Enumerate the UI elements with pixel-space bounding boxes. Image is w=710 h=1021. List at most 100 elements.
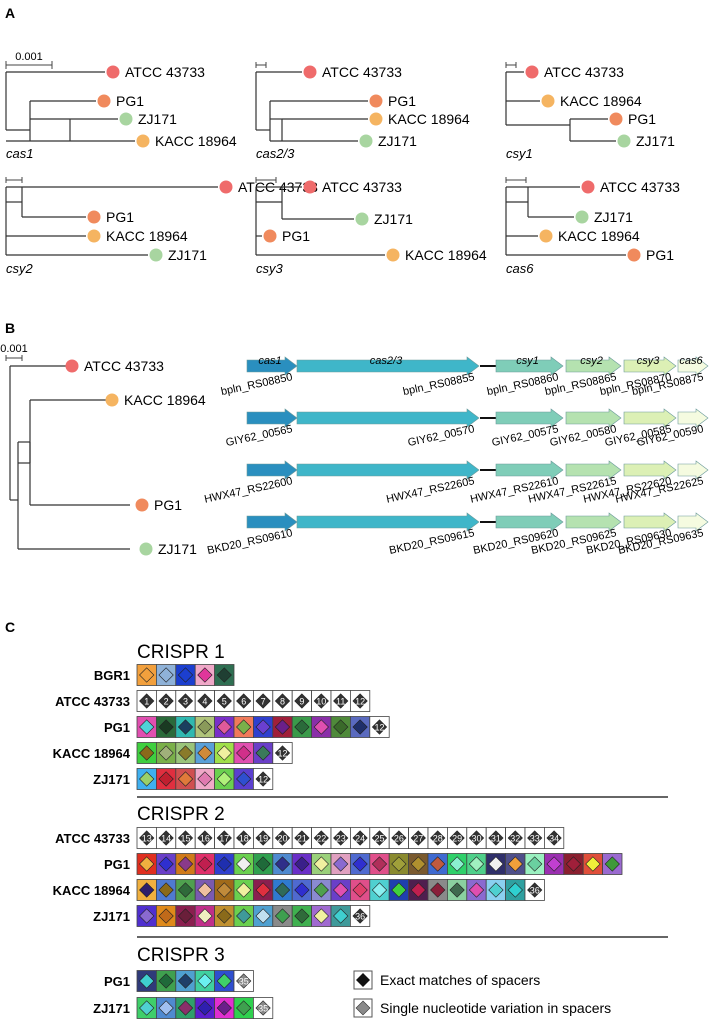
spacer-diamond — [255, 1000, 271, 1016]
gene-arrow-cas2-3 — [296, 512, 480, 532]
spacer-diamond — [488, 882, 504, 898]
locus-tag: HWX47_RS22600 — [203, 475, 293, 505]
spacer-number: 10 — [316, 697, 326, 707]
leaf-dot-atcc-43733 — [219, 180, 233, 194]
spacer-diamond — [139, 973, 155, 989]
spacer-diamond — [236, 830, 252, 846]
spacer-diamond — [333, 882, 349, 898]
spacer-diamond — [294, 856, 310, 872]
crispr-title: CRISPR 1 — [137, 642, 225, 663]
leaf-dot-pg1 — [87, 210, 101, 224]
spacer-diamond — [236, 856, 252, 872]
gene-name: csy3 — [637, 355, 661, 367]
spacer-diamond — [255, 719, 271, 735]
spacer-number: 15 — [180, 834, 190, 844]
spacer-number: 25 — [374, 834, 384, 844]
gene-arrow-cas2-3 — [296, 356, 480, 376]
leaf-dot-kacc-18964 — [386, 248, 400, 262]
spacer-diamond — [177, 693, 194, 709]
gene-name: cas1 — [258, 355, 281, 367]
spacer-number: 9 — [299, 697, 304, 707]
spacer-diamond — [197, 856, 213, 872]
spacer-diamond — [333, 908, 349, 924]
spacer-diamond — [216, 882, 232, 898]
spacer-diamond — [449, 882, 465, 898]
spacer-diamond — [468, 830, 485, 846]
leaf-label: PG1 — [646, 247, 674, 263]
leaf-dot-atcc-43733 — [106, 65, 120, 79]
spacer-number: 23 — [336, 834, 346, 844]
spacer-diamond — [216, 908, 232, 924]
spacer-diamond — [158, 973, 174, 989]
gene-label: cas2/3 — [256, 146, 295, 161]
leaf-dot-atcc-43733 — [65, 359, 79, 373]
spacer-diamond — [216, 745, 232, 761]
spacer-diamond — [255, 856, 271, 872]
spacer-diamond — [313, 719, 329, 735]
leaf-label: ZJ171 — [378, 133, 417, 149]
spacer-diamond — [449, 830, 465, 846]
legend-exact-label: Exact matches of spacers — [380, 972, 540, 988]
gene-arrow-csy2 — [565, 356, 622, 376]
gene-arrow-csy1 — [495, 512, 564, 532]
leaf-label: KACC 18964 — [388, 111, 470, 127]
spacer-diamond — [255, 771, 271, 787]
leaf-dot-pg1 — [263, 229, 277, 243]
spacer-diamond — [158, 771, 174, 787]
leaf-label: KACC 18964 — [560, 93, 642, 109]
gene-arrow-csy1 — [495, 408, 564, 428]
leaf-label: PG1 — [282, 228, 310, 244]
spacer-diamond — [274, 908, 291, 924]
spacer-number: 21 — [297, 834, 307, 844]
locus-tag: HWX47_RS22605 — [385, 475, 475, 505]
spacer-diamond — [507, 882, 523, 898]
spacer-number: 30 — [471, 834, 481, 844]
spacer-diamond — [236, 908, 252, 924]
spacer-diamond — [294, 908, 310, 924]
spacer-diamond — [139, 771, 155, 787]
strain-label: ZJ171 — [93, 909, 130, 924]
gene-arrow-cas1 — [246, 512, 298, 532]
crispr-title: CRISPR 3 — [137, 945, 225, 966]
spacer-diamond — [139, 693, 155, 709]
spacer-diamond — [410, 830, 426, 846]
spacer-diamond — [216, 1000, 232, 1016]
spacer-diamond — [197, 882, 213, 898]
leaf-label: ZJ171 — [168, 247, 207, 263]
spacer-diamond — [313, 693, 329, 709]
spacer-diamond — [313, 856, 329, 872]
leaf-dot-pg1 — [627, 248, 641, 262]
spacer-diamond — [468, 882, 485, 898]
gene-arrow-csy1 — [495, 356, 564, 376]
spacer-diamond — [255, 882, 271, 898]
leaf-dot-kacc-18964 — [369, 112, 383, 126]
spacer-diamond — [139, 830, 155, 846]
leaf-label: ATCC 43733 — [84, 358, 164, 374]
spacer-number: 5 — [222, 697, 227, 707]
spacer-diamond — [177, 771, 194, 787]
spacer-diamond — [139, 667, 155, 683]
spacer-number: 12 — [374, 723, 384, 733]
spacer-diamond — [565, 856, 582, 872]
spacer-diamond — [410, 882, 426, 898]
panel-label-c: C — [5, 619, 15, 635]
leaf-dot-zj171 — [119, 112, 133, 126]
gene-arrow-csy3 — [623, 460, 677, 480]
spacer-diamond — [158, 882, 174, 898]
gene-arrow-cas1 — [246, 408, 298, 428]
spacer-diamond — [527, 882, 543, 898]
spacer-diamond — [313, 830, 329, 846]
leaf-dot-kacc-18964 — [539, 229, 553, 243]
leaf-label: KACC 18964 — [124, 392, 206, 408]
locus-tag: bpln_RS08855 — [402, 371, 476, 398]
spacer-diamond — [507, 830, 523, 846]
gene-arrow-csy2 — [565, 512, 622, 532]
spacer-number: 2 — [164, 697, 169, 707]
spacer-diamond — [197, 771, 213, 787]
spacer-diamond — [371, 830, 388, 846]
